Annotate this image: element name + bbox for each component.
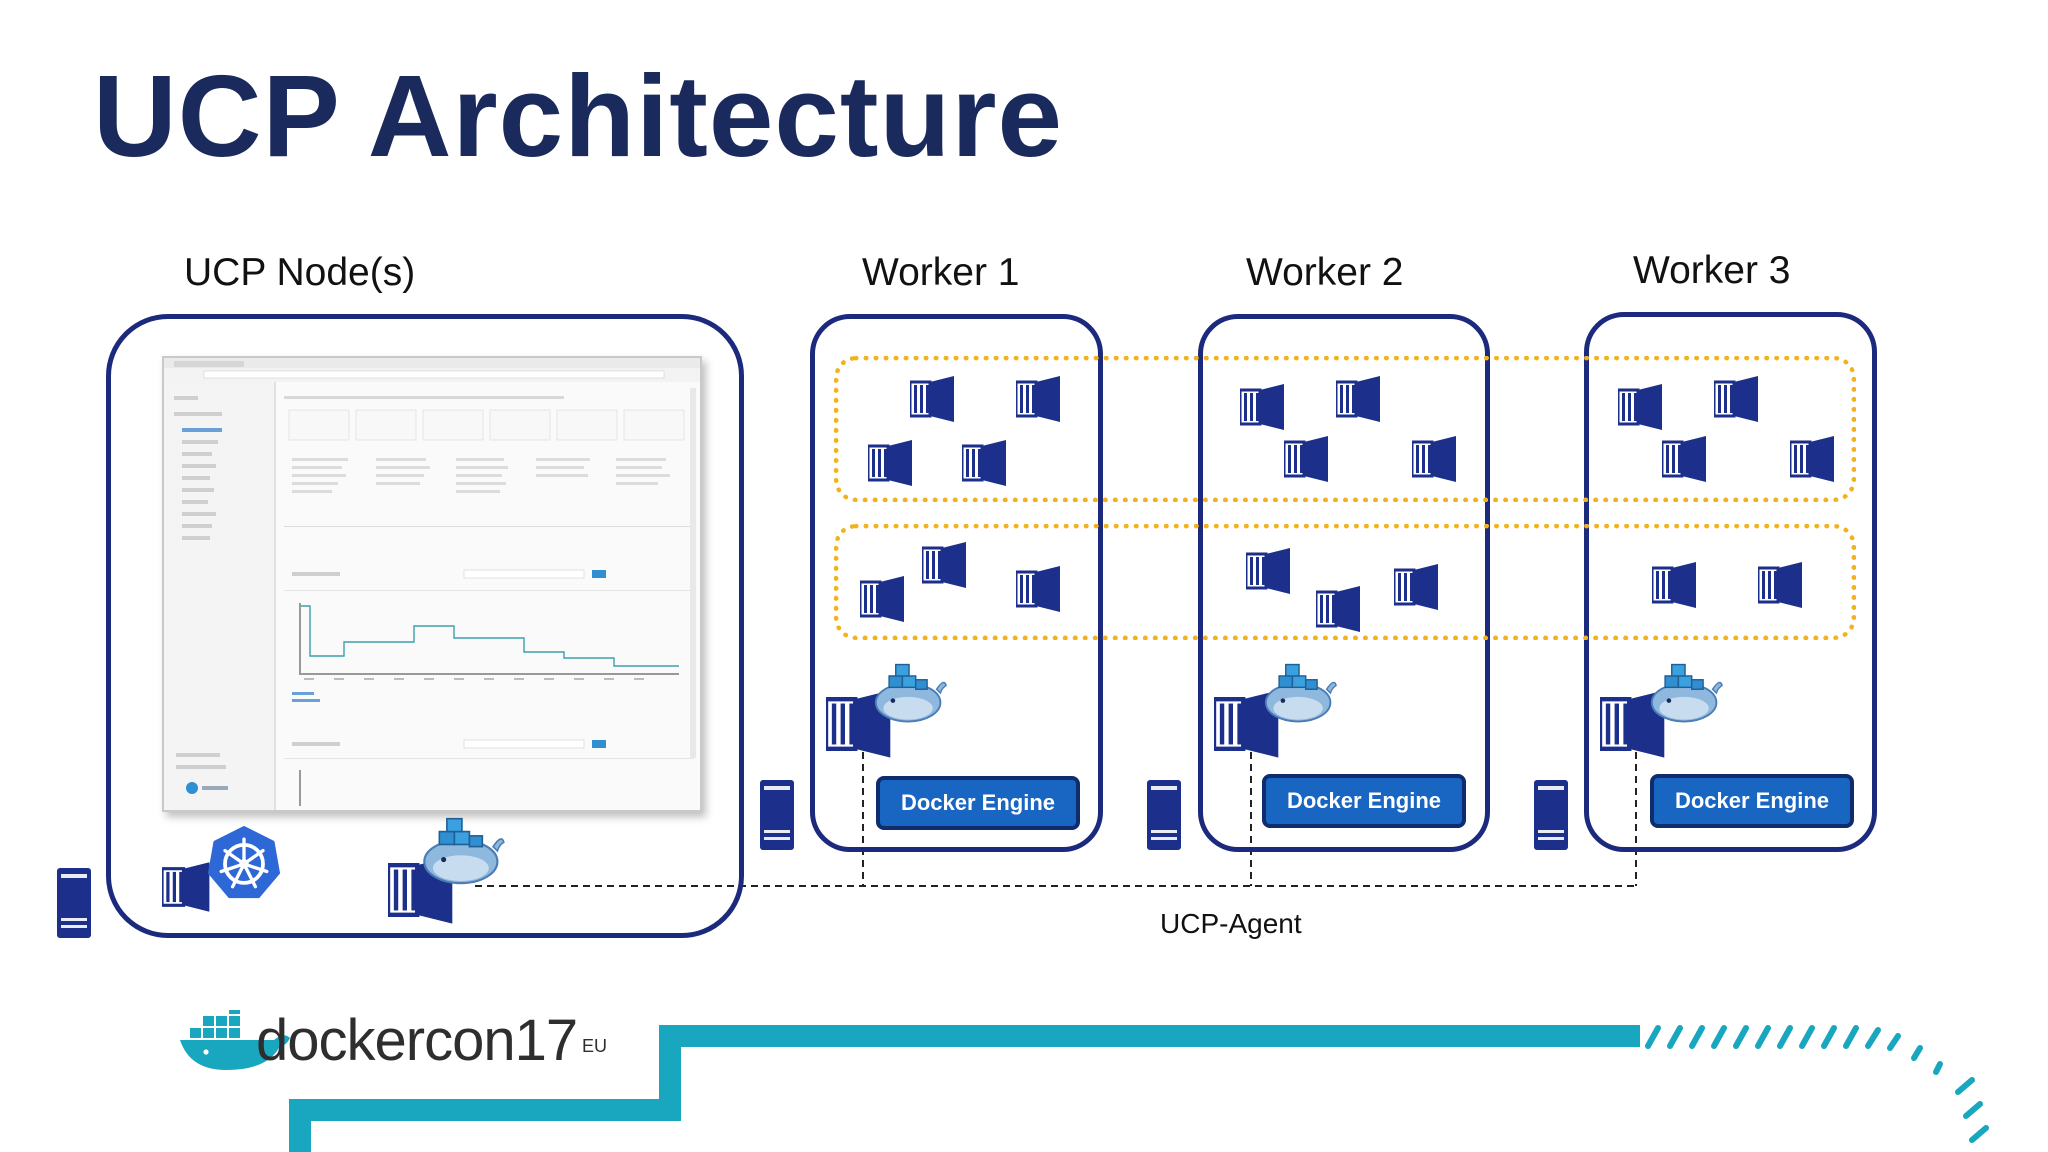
docker-logo-icon [180, 1010, 290, 1070]
service-group-band-2 [834, 524, 1856, 640]
service-group-band-1 [834, 356, 1856, 502]
ucp-node-frame [106, 314, 744, 938]
worker-1-docker-engine: Docker Engine [876, 776, 1080, 830]
worker-1-frame [810, 314, 1103, 852]
dockercon-eu-mark: EU [582, 1036, 608, 1056]
slide-title: UCP Architecture [93, 51, 1064, 181]
worker-2-frame [1198, 314, 1490, 852]
ucp-agent-label: UCP-Agent [1160, 908, 1302, 939]
dockercon-wordmark: dockercon17 [256, 1008, 578, 1073]
worker-3-frame [1584, 312, 1877, 852]
kubernetes-icon [207, 825, 281, 899]
worker-1-label: Worker 1 [862, 251, 1020, 294]
worker-2-label: Worker 2 [1246, 251, 1404, 294]
ucp-dashboard-thumbnail [162, 356, 702, 812]
worker-3-docker-engine: Docker Engine [1650, 774, 1854, 828]
worker-3-label: Worker 3 [1633, 249, 1791, 292]
ucp-node-label: UCP Node(s) [184, 251, 416, 294]
worker-2-docker-engine: Docker Engine [1262, 774, 1466, 828]
